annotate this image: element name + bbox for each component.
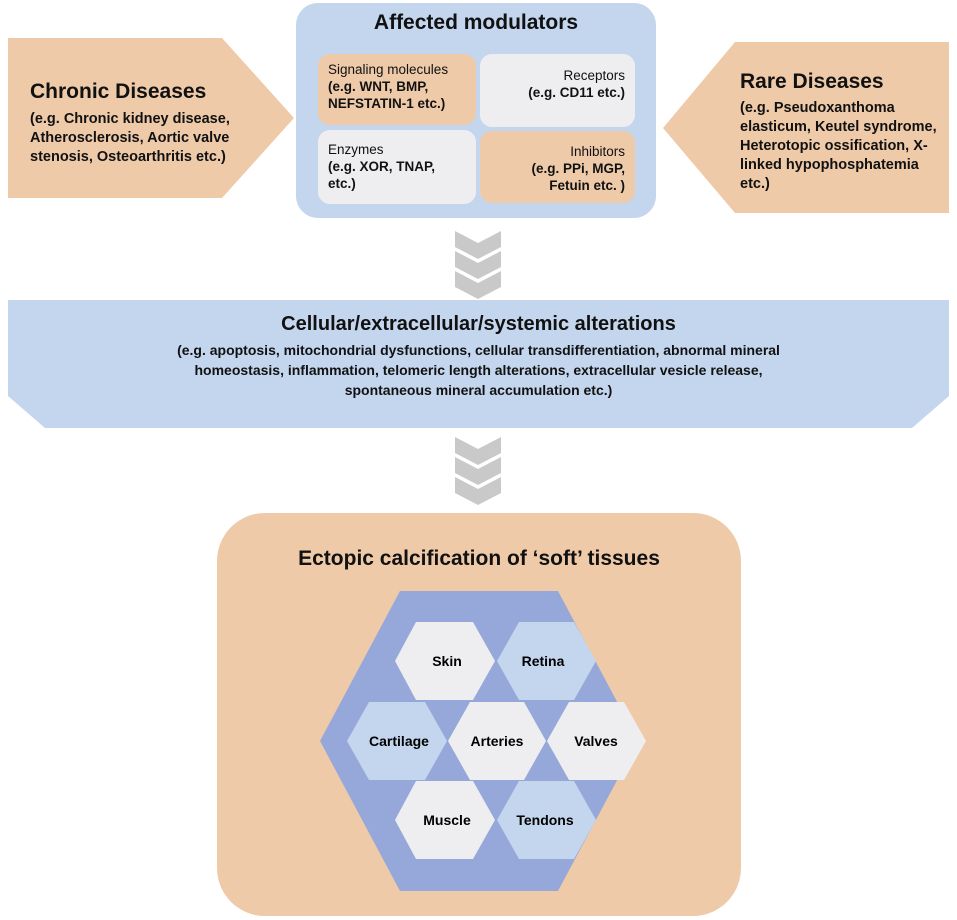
ectopic-calcification-title: Ectopic calcification of ‘soft’ tissues	[298, 547, 660, 570]
tendons-label: Tendons	[516, 812, 574, 828]
alterations-examples: (e.g. apoptosis, mitochondrial dysfuncti…	[177, 342, 780, 398]
chronic-diseases-title: Chronic Diseases	[30, 80, 207, 103]
enzymes-examples: (e.g. XOR, TNAP, etc.)	[328, 159, 436, 191]
retina-hexagon	[497, 622, 596, 700]
tendons-hexagon	[497, 781, 596, 859]
muscle-label: Muscle	[423, 812, 471, 828]
receptors-label: Receptors	[563, 68, 625, 83]
signaling-molecules-card: Signaling molecules (e.g. WNT, BMP, NEFS…	[318, 54, 476, 125]
inhibitors-card: Inhibitors (e.g. PPi, MGP, Fetuin etc. )	[480, 131, 635, 203]
inhibitors-examples: (e.g. PPi, MGP, Fetuin etc. )	[531, 161, 625, 193]
skin-label: Skin	[432, 653, 462, 669]
skin-hexagon	[395, 622, 495, 700]
retina-label: Retina	[522, 653, 565, 669]
cartilage-label: Cartilage	[369, 733, 429, 749]
receptors-card: Receptors (e.g. CD11 etc.)	[480, 54, 635, 127]
cartilage-hexagon	[347, 702, 447, 780]
arteries-label: Arteries	[471, 733, 524, 749]
alterations-title: Cellular/extracellular/systemic alterati…	[281, 313, 676, 335]
arteries-hexagon	[448, 702, 546, 780]
affected-modulators-title: Affected modulators	[373, 11, 579, 34]
receptors-examples: (e.g. CD11 etc.)	[528, 85, 625, 100]
muscle-hexagon	[395, 781, 495, 859]
chevron-down-icon	[455, 231, 501, 299]
chronic-diseases-arrow	[8, 38, 294, 198]
valves-hexagon	[547, 702, 646, 780]
rare-diseases-examples: (e.g. Pseudoxanthoma elasticum, Keutel s…	[740, 100, 937, 192]
chevron-down-icon	[455, 437, 501, 505]
affected-modulators-panel: Affected modulators Signaling molecules …	[296, 3, 656, 218]
signaling-molecules-label: Signaling molecules	[328, 62, 449, 77]
signaling-molecules-examples: (e.g. WNT, BMP, NEFSTATIN-1 etc.)	[328, 79, 446, 111]
valves-label: Valves	[574, 733, 618, 749]
rare-diseases-arrow	[663, 42, 949, 213]
enzymes-card: Enzymes (e.g. XOR, TNAP, etc.)	[318, 130, 476, 204]
chronic-diseases-examples: (e.g. Chronic kidney disease, Atheroscle…	[30, 111, 230, 165]
alterations-band	[8, 300, 949, 428]
enzymes-label: Enzymes	[328, 142, 384, 157]
rare-diseases-title: Rare Diseases	[740, 70, 884, 93]
inhibitors-label: Inhibitors	[570, 144, 625, 159]
